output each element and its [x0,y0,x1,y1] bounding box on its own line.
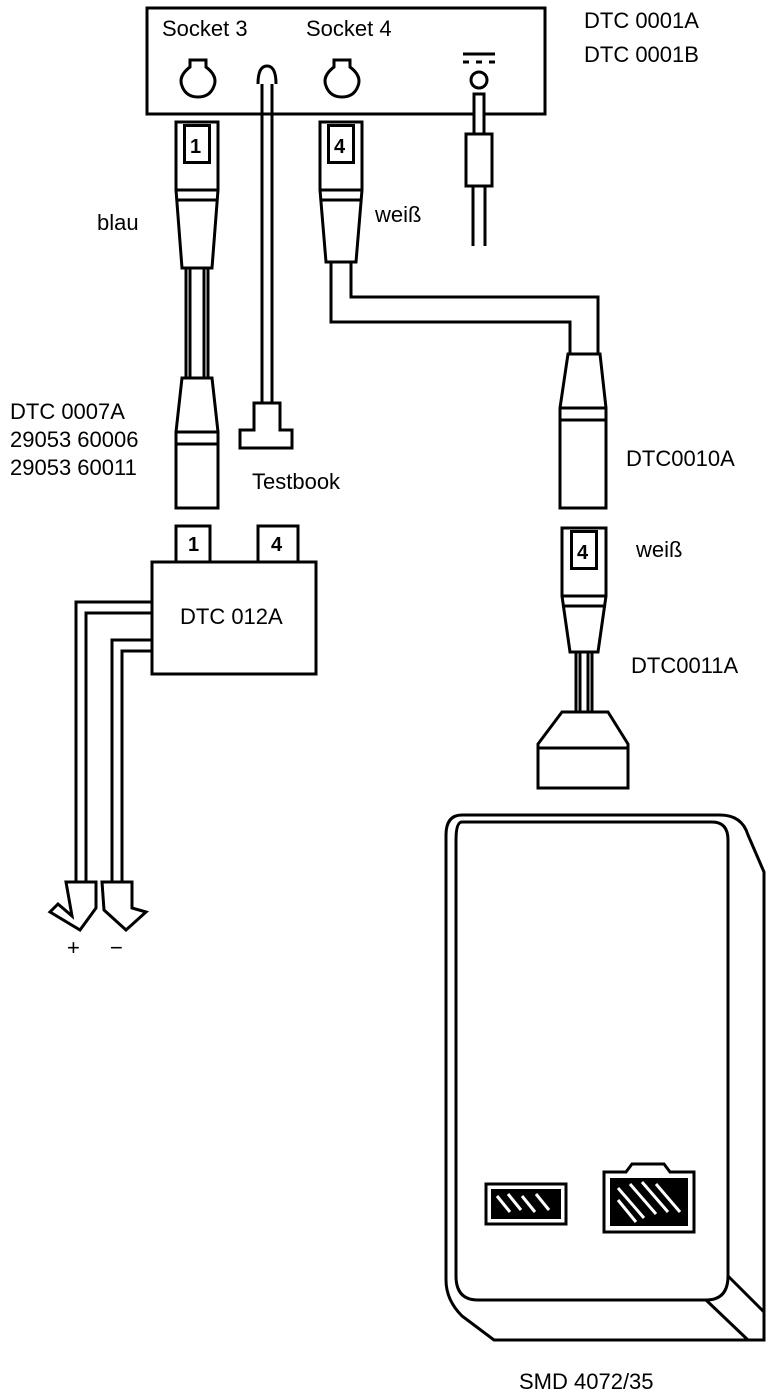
power-plug[interactable] [464,92,494,246]
blue-cable-part-line-1: DTC 0007A [10,399,125,424]
dc-power-icon [463,52,495,90]
blue-cable-badge: 1 [190,136,201,158]
adapter-label: DTC 012A [180,604,283,629]
testbook-probe[interactable] [238,84,294,450]
extension-cable-label: DTC0010A [626,446,735,471]
negative-clip-icon[interactable] [100,880,150,933]
positive-label: + [67,935,80,960]
testbook-hook-icon [256,64,278,85]
socket-4-icon[interactable] [323,58,361,99]
power-leads [47,600,152,933]
white-cable-badge: 4 [334,136,346,158]
lower-cable-color-label: weiß [635,537,682,562]
testbook-label: Testbook [252,469,341,494]
socket-3-label: Socket 3 [162,16,248,41]
adapter-housing [150,560,318,676]
module-port-large-icon[interactable] [602,1162,696,1234]
adapter-port-1[interactable] [174,524,212,564]
adapter-port-1-badge: 1 [188,534,199,556]
adapter-port-4-badge: 4 [271,534,283,556]
socket-3-icon[interactable] [179,58,217,99]
module-port-small-icon[interactable] [484,1182,568,1226]
socket-4-label: Socket 4 [306,16,392,41]
lower-cable[interactable]: 4 [536,526,630,790]
blue-cable-color-label: blau [97,210,139,235]
device-model-line-2: DTC 0001B [584,42,699,67]
module-label: SMD 4072/35 [519,1369,654,1394]
control-module [444,813,766,1342]
white-cable-color-label: weiß [374,202,421,227]
negative-label: − [110,935,123,960]
lower-cable-badge: 4 [577,542,589,564]
blue-cable[interactable]: 1 [174,120,220,510]
diagnostic-device: Socket 3 Socket 4 [145,6,547,116]
blue-cable-part-line-3: 29053 60011 [10,455,137,480]
flat-plug[interactable] [536,710,630,790]
adapter-port-4[interactable] [256,524,300,564]
positive-clip-icon[interactable] [47,880,98,932]
blue-cable-part-line-2: 29053 60006 [10,427,138,452]
adapter-box: 1 4 DTC 012A [150,524,318,676]
white-cable[interactable]: 4 [318,120,608,510]
lower-cable-label: DTC0011A [631,653,739,678]
device-model-line-1: DTC 0001A [584,8,699,33]
